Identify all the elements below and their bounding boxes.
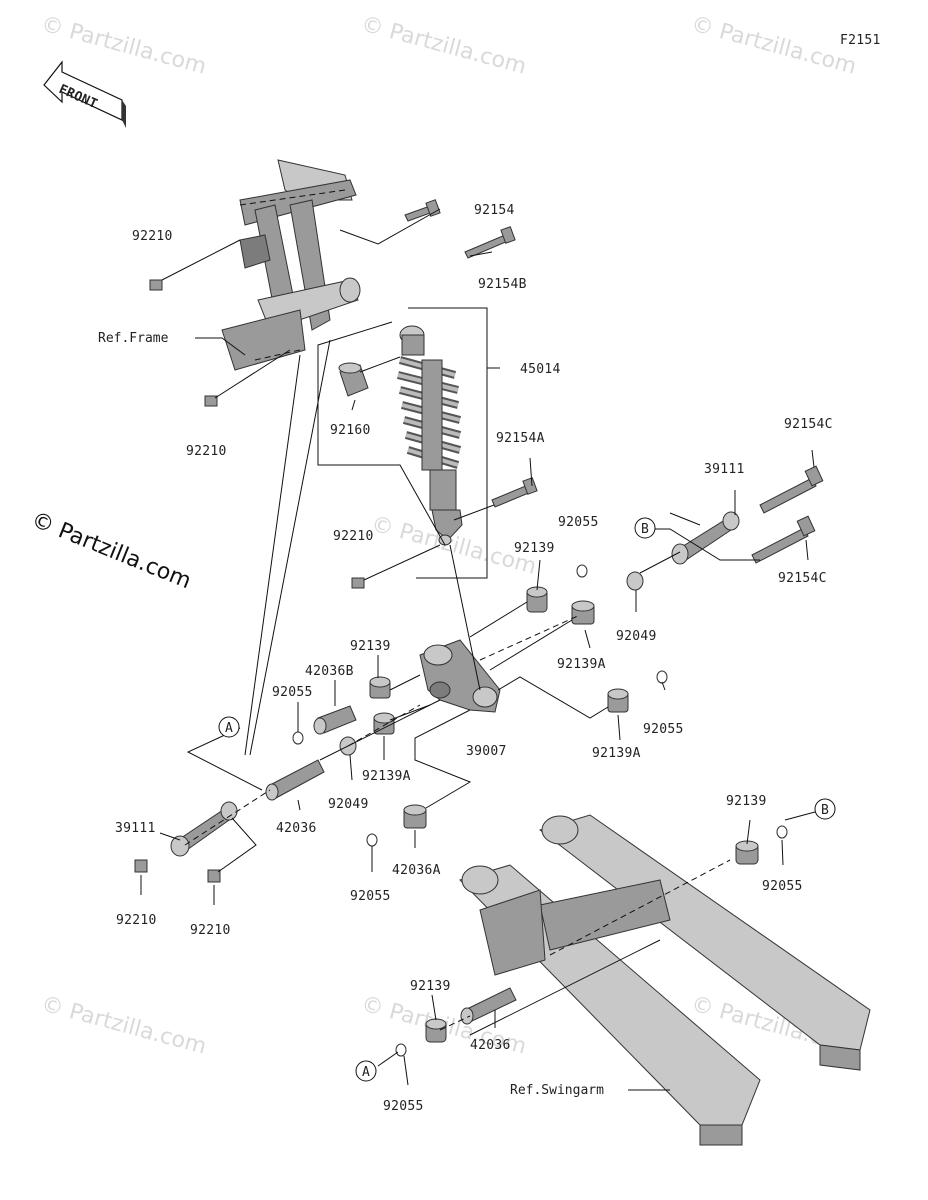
part-label: 92210 [190,923,231,938]
part-label: 92210 [116,913,157,928]
oring-92055 [395,1043,407,1057]
oring-92055 [656,670,668,684]
callout-a [355,1060,377,1082]
bushing-92139a [607,688,629,713]
part-label: 39007 [466,744,507,759]
bushing-92139a [571,600,595,625]
callout-a-label: A [225,721,233,736]
part-label: 92154C [784,417,833,432]
swingarm-drawing [459,814,871,1146]
part-label: 92139A [557,657,606,672]
oring-92055 [776,825,788,839]
part-label: 92139 [410,979,451,994]
part-label: 42036 [276,821,317,836]
watermark: © Partzilla.com [688,12,858,80]
front-arrow-icon: FRONT [43,60,126,128]
part-label: 92055 [643,722,684,737]
bolt-92154 [404,199,441,222]
part-label: 92160 [330,423,371,438]
part-label: 92139A [592,746,641,761]
part-label: 42036B [305,664,354,679]
nut-92210 [207,869,221,883]
copyright-text: © Partzilla.com [28,507,195,594]
part-label: 92139 [514,541,555,556]
collar-42036b [313,705,357,735]
part-label: 92139 [726,794,767,809]
oring-92055 [366,833,378,847]
frame-drawing [221,159,361,371]
collar-42036 [460,987,517,1025]
part-label-layer: 92154 92210 92154B Ref.Frame 45014 92160… [98,203,833,1114]
nut-92210 [149,279,163,291]
part-label: 92055 [350,889,391,904]
nut-92210 [134,859,148,873]
callout-b-label: B [641,522,649,537]
part-label: 45014 [520,362,561,377]
collar-42036 [265,759,325,801]
part-label: 92210 [186,444,227,459]
ref-frame-label: Ref.Frame [98,331,169,346]
nut-92210 [351,577,365,589]
bushing-92139 [526,586,548,613]
callout-b [814,798,836,820]
part-label: 92210 [333,529,374,544]
watermark: © Partzilla.com [38,12,208,80]
part-label: 92055 [558,515,599,530]
callout-a-label: A [362,1065,370,1080]
rocker-arm-39007 [419,639,501,713]
bushing-92139 [735,840,759,865]
part-label: 92154C [778,571,827,586]
watermark: © Partzilla.com [358,12,528,80]
part-label: 92055 [272,685,313,700]
part-label: 92139 [350,639,391,654]
callout-b-label: B [821,803,829,818]
washer-92049 [626,571,644,591]
collar-42036a [403,804,427,829]
watermark: © Partzilla.com [38,992,208,1060]
tie-rod-39111 [170,801,238,857]
callout-b [634,517,656,539]
callout-a [218,716,240,738]
oring-92055 [292,731,304,745]
part-label: 39111 [704,462,745,477]
figure-id: F2151 [840,33,881,48]
bolt-92154b [464,226,516,259]
bolt-92154c [751,515,816,564]
bolt-92154a [491,477,538,508]
part-label: 39111 [115,821,156,836]
bushing-92139a [373,712,395,735]
part-label: 92055 [762,879,803,894]
nut-92210 [204,395,218,407]
part-label: 92049 [328,797,369,812]
part-label: 92154 [474,203,515,218]
part-label: 92139A [362,769,411,784]
part-label: 42036A [392,863,441,878]
ref-swingarm-label: Ref.Swingarm [510,1083,604,1098]
shock-absorber-45014 [397,325,463,546]
bushing-92139 [425,1018,447,1043]
tie-rod-39111 [671,511,740,565]
part-label: 92049 [616,629,657,644]
part-label: 42036 [470,1038,511,1053]
part-label: 92154B [478,277,527,292]
part-label: 92055 [383,1099,424,1114]
collar-92160 [338,362,369,397]
bushing-92139 [369,676,391,699]
bolt-92154c [759,465,824,514]
part-label: 92154A [496,431,545,446]
oring-92055 [576,564,588,578]
leader-lines [140,208,816,1091]
part-label: 92210 [132,229,173,244]
